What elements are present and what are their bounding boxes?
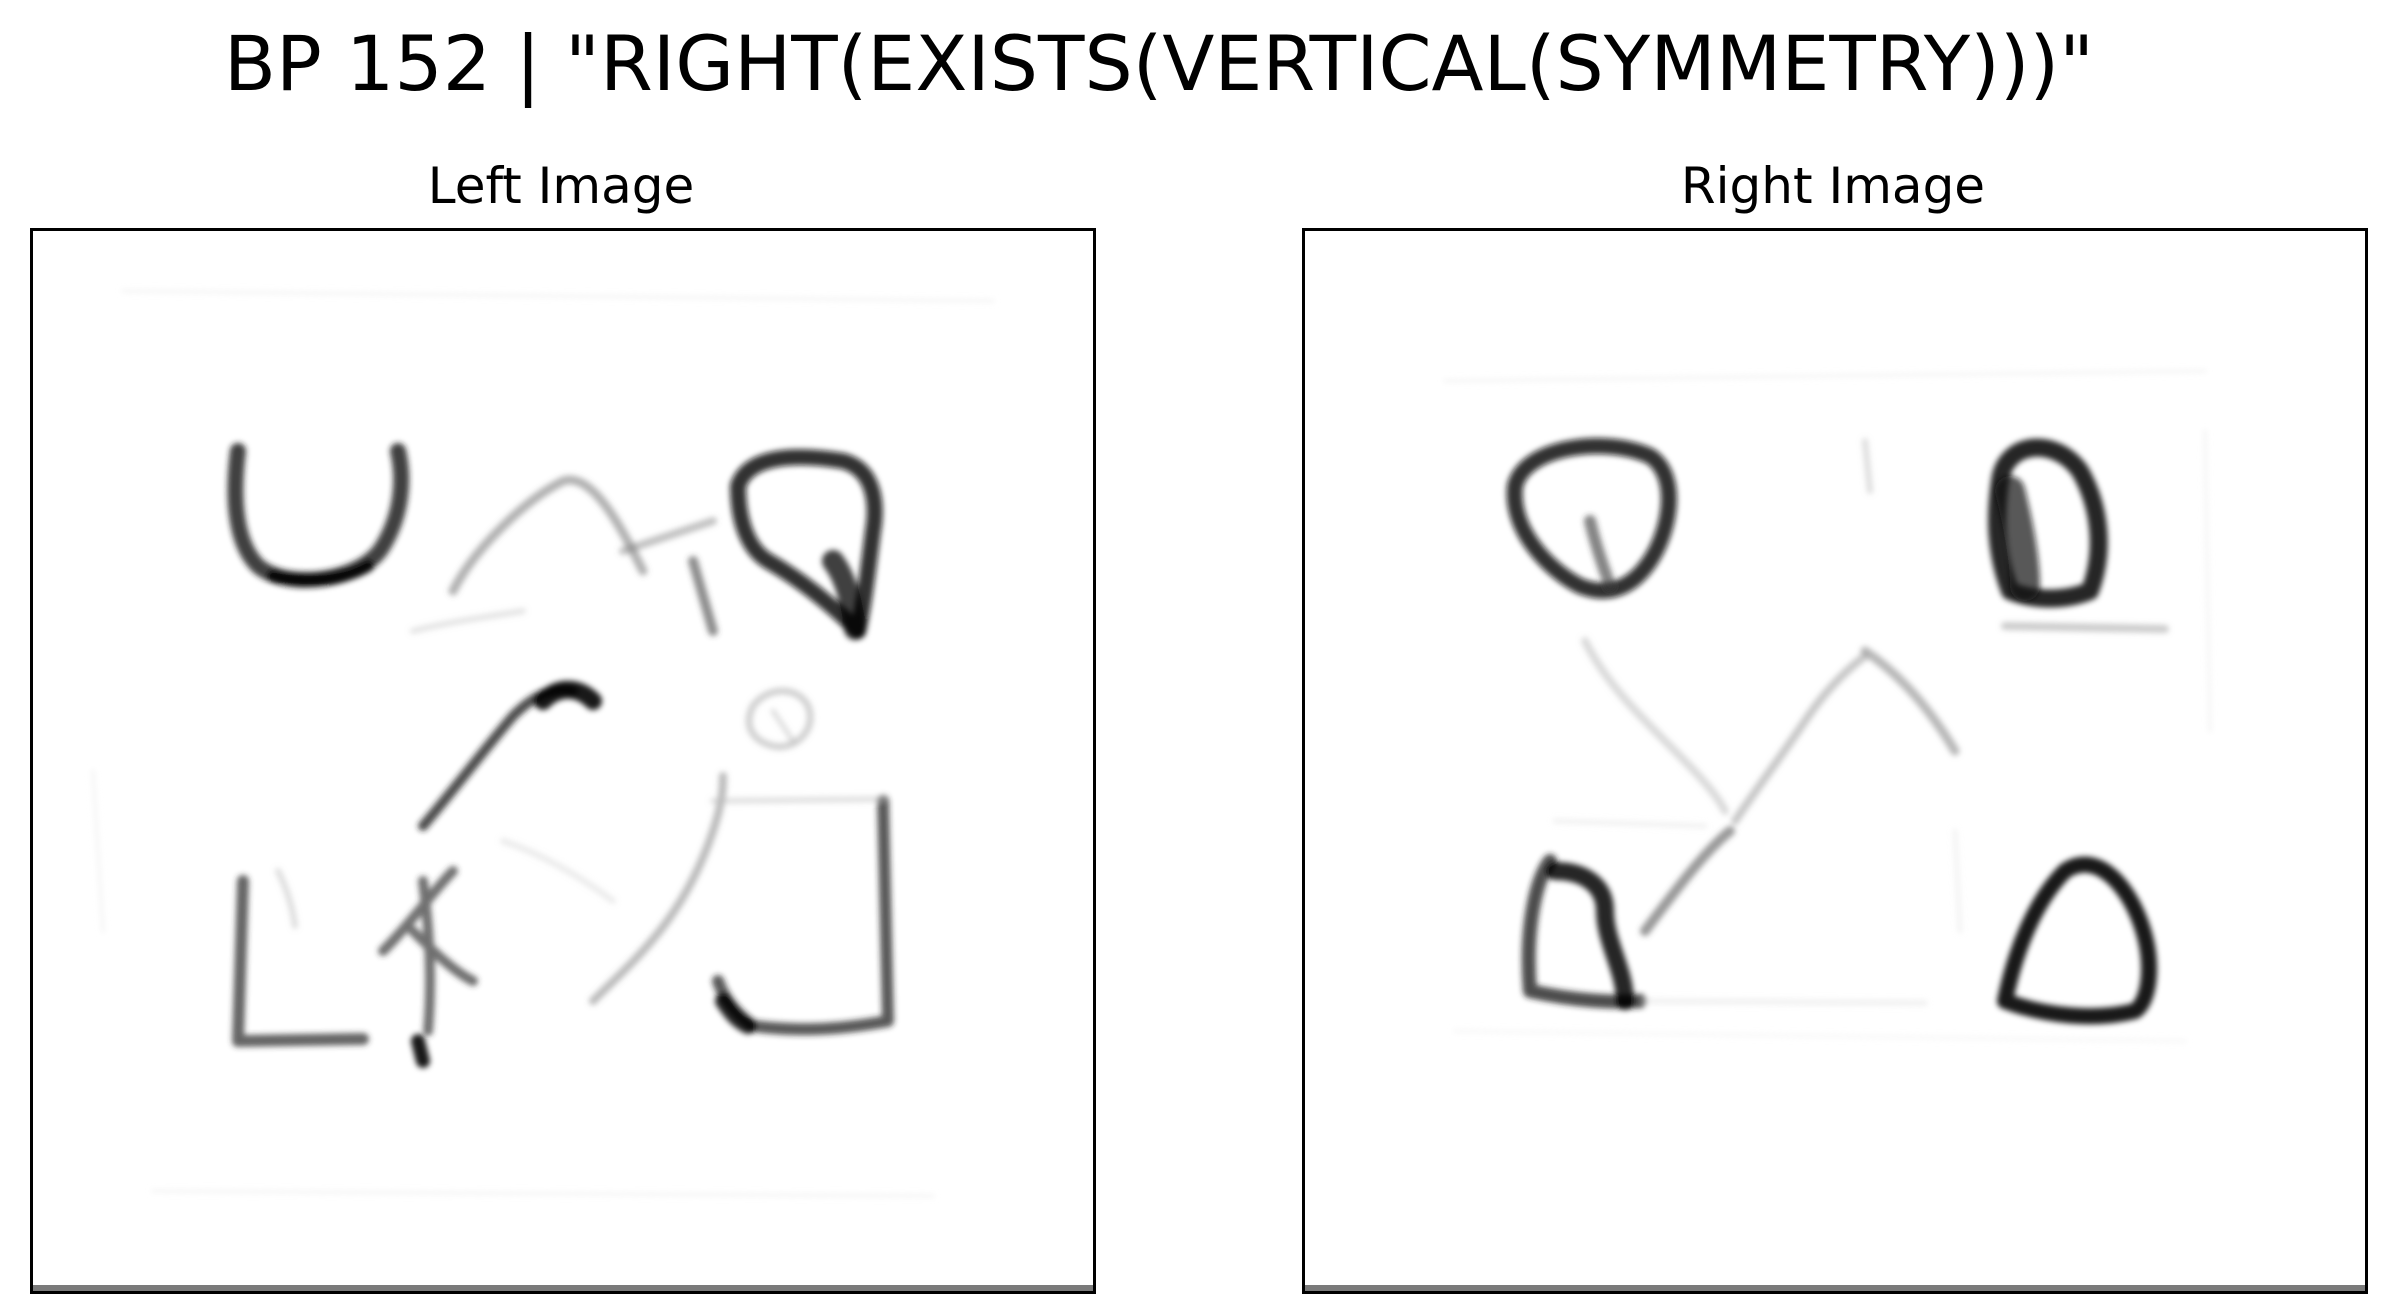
right-image-drawing <box>1443 369 2212 1043</box>
u-shape-stroke <box>227 443 410 588</box>
shield-shape-stroke <box>730 449 883 639</box>
triangle-right-stroke <box>1860 646 1960 756</box>
bracket-stroke <box>232 875 369 1047</box>
triangle-left-stroke <box>1581 637 1729 815</box>
bottom-right-triangle-stroke <box>1997 856 2157 1025</box>
right-panel-bottom-edge <box>1305 1285 2365 1291</box>
figure-title: BP 152 | "RIGHT(EXISTS(VERTICAL(SYMMETRY… <box>223 19 2095 108</box>
top-right-shield-stroke <box>1988 438 2108 608</box>
bottom-left-squiggle-stroke <box>1521 854 1647 1009</box>
right-image-panel <box>1302 228 2368 1294</box>
left-image-drawing <box>91 289 995 1198</box>
left-image-title: Left Image <box>427 157 695 215</box>
star-stroke <box>378 866 478 1036</box>
top-left-shape-stroke <box>1506 438 1677 599</box>
bottom-bracket-stroke <box>712 795 894 1036</box>
left-image-panel <box>30 228 1096 1294</box>
right-image-title: Right Image <box>1680 157 1986 215</box>
curve-stroke <box>418 684 578 831</box>
left-panel-bottom-edge <box>33 1285 1093 1291</box>
